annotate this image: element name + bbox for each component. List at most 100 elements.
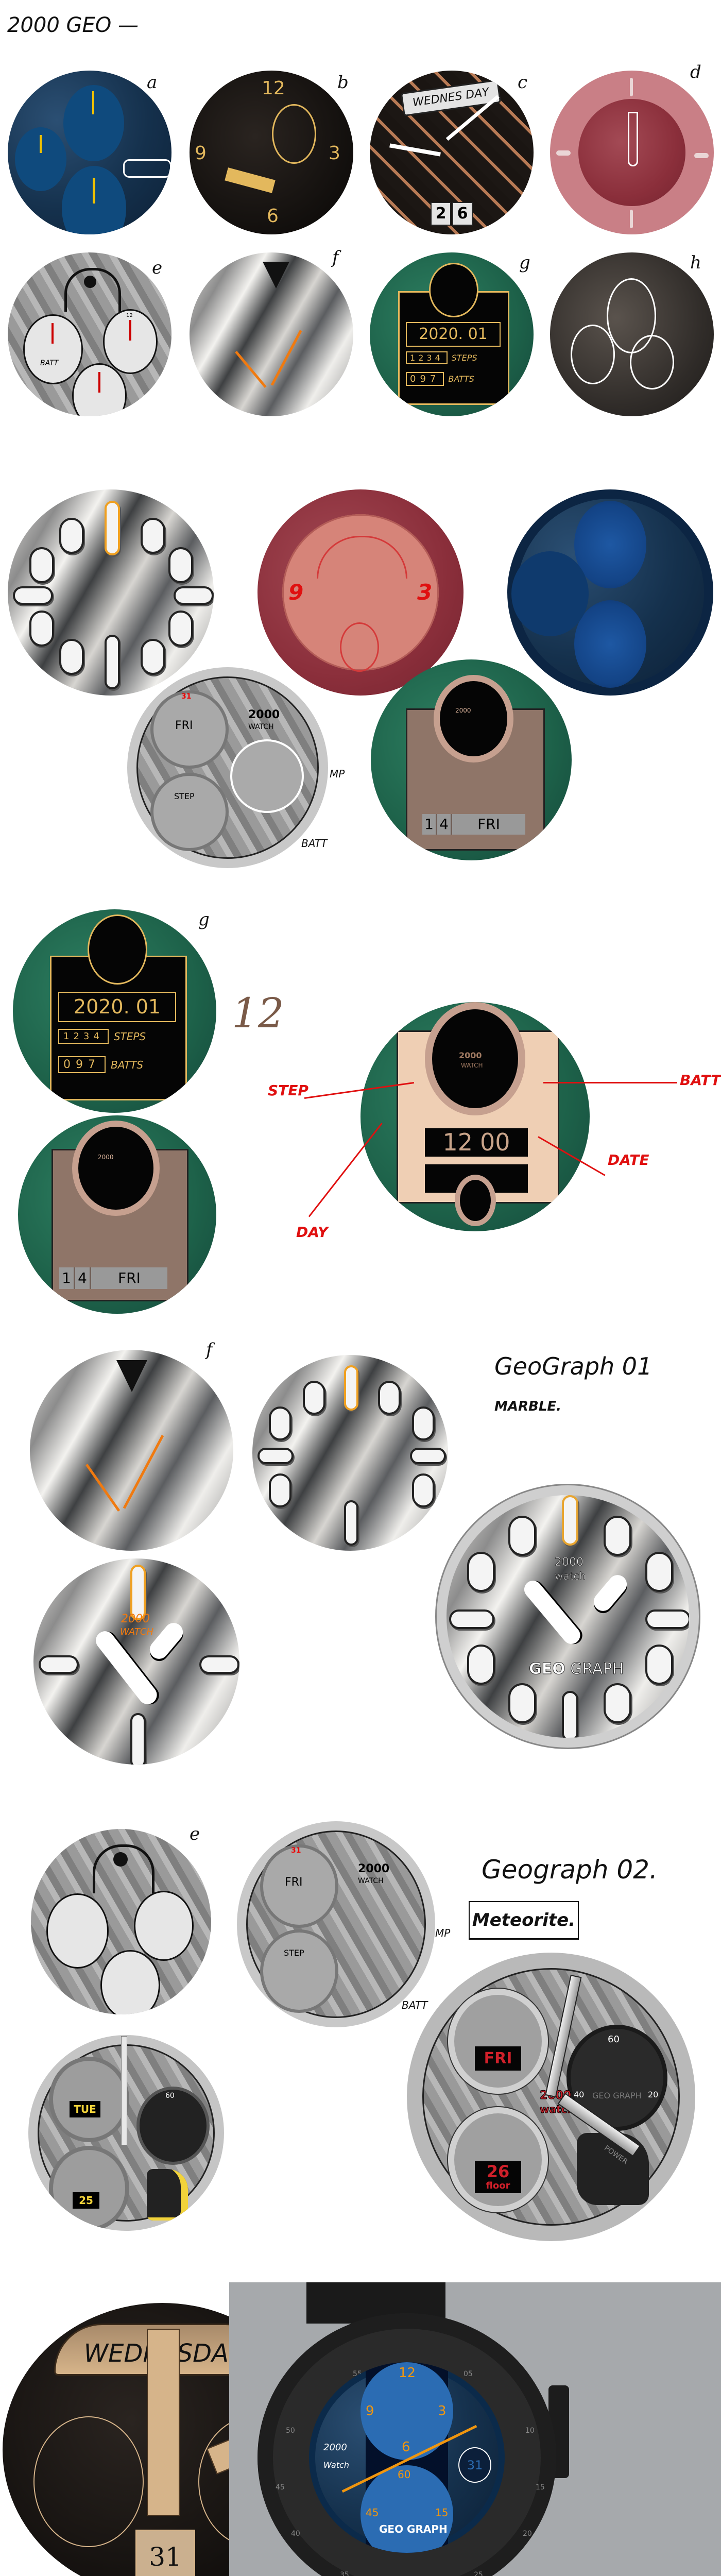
- mini-clock-icon: [88, 914, 147, 985]
- minute-hand-icon: [123, 1435, 164, 1509]
- index-1-icon: [141, 518, 165, 554]
- watch-dial-f[interactable]: [190, 252, 353, 416]
- logo: GEO GRAPH: [529, 1660, 624, 1679]
- moonphase-icon: [93, 1844, 154, 1893]
- seconds-40: 40: [574, 2090, 585, 2099]
- seconds-60: 60: [608, 2034, 620, 2045]
- geograph02-subtitle: Meteorite.: [469, 1901, 579, 1940]
- day-banner: WEDNES DAY: [400, 79, 502, 117]
- hour-hand-icon: [92, 1627, 161, 1708]
- bronze-bezel: 2000: [434, 675, 513, 762]
- bronze-bezel: 2000 WATCH: [425, 1002, 525, 1115]
- watch-dial-c[interactable]: WEDNES DAY 2 6: [370, 71, 534, 234]
- brand-line1: 2000: [555, 1556, 584, 1569]
- navy-subdial-dial[interactable]: [507, 489, 713, 696]
- batt-subdial: BATT: [23, 314, 83, 384]
- floor-label: floor: [486, 2180, 510, 2191]
- geograph02-sketch-dial-e[interactable]: [31, 1829, 211, 2014]
- batt-subdial: [46, 1893, 109, 1969]
- watch-dial-h[interactable]: [550, 252, 714, 416]
- meteorite-sketch-dial[interactable]: FRI 31 STEP 2000 WATCH: [127, 667, 328, 868]
- g-annotated-dial[interactable]: 2000 WATCH 12 00: [360, 1002, 590, 1231]
- bronze-green-dial[interactable]: 2000 1 4 FRI: [371, 659, 572, 860]
- date-window: 2 6: [431, 202, 473, 226]
- g-sketch-dial[interactable]: 2020. 01 1234 STEPS 097 BATTS: [13, 909, 216, 1113]
- batt-label: BATT: [40, 359, 59, 367]
- geograph02-mid-dial[interactable]: TUE 60 25: [28, 2035, 224, 2231]
- bottom-subdial: [100, 1950, 160, 2014]
- index-3-icon: [174, 586, 214, 605]
- index-12-icon: [105, 501, 120, 555]
- steps-row: 1234 STEPS: [406, 351, 477, 364]
- watch-dial-e[interactable]: BATT 12: [8, 252, 171, 416]
- seconds-20: 20: [648, 2090, 659, 2099]
- bezel-25: 25: [474, 2571, 483, 2576]
- clock-subdial: 12: [103, 309, 158, 374]
- watch-dial-a[interactable]: [8, 71, 171, 234]
- brand-line2: watch: [554, 1570, 586, 1583]
- bottom-subdial: [455, 1175, 496, 1226]
- salmon-center-dial[interactable]: 9 3: [258, 489, 464, 696]
- hour-digits: 12: [442, 1128, 473, 1156]
- annotation-date: DATE: [608, 1151, 649, 1168]
- index-3-icon: [199, 1655, 239, 1674]
- hand-icon: [92, 91, 94, 114]
- index-10-icon: [29, 547, 54, 583]
- numeral-6: 6: [267, 206, 279, 227]
- geograph01-final-dial[interactable]: 2000 watch GEO GRAPH: [435, 1484, 700, 1749]
- step-subdial: STEP: [150, 773, 229, 851]
- geograph02-sketch-dial[interactable]: FRI 31 STEP 2000 WATCH: [237, 1821, 435, 2027]
- brand-line2: WATCH: [248, 723, 274, 731]
- geograph01-sketch-dial[interactable]: [30, 1350, 233, 1551]
- batt-digits: 097: [58, 1056, 106, 1073]
- hand-icon: [129, 320, 131, 341]
- date-text: 31: [467, 2458, 483, 2472]
- geograph01-index-dial[interactable]: [252, 1355, 448, 1551]
- moonphase-icon: [64, 268, 121, 312]
- bezel-35: 35: [340, 2571, 349, 2576]
- batt-row: 097 BATTS: [406, 372, 474, 386]
- brand-line2: WATCH: [120, 1626, 154, 1637]
- geograph01-mid-dial[interactable]: 2000 WATCH: [33, 1558, 239, 1765]
- index-9-icon: [39, 1655, 79, 1674]
- batt-note: BATT: [402, 1999, 428, 2011]
- hand-icon: [98, 372, 100, 393]
- index-9-icon: [449, 1609, 494, 1629]
- watch-dial-g[interactable]: 2020. 01 1234 STEPS 097 BATTS: [370, 252, 534, 416]
- date-digit: 1: [422, 814, 436, 835]
- date-text: 2020. 01: [406, 322, 501, 347]
- index-12-icon: [130, 1565, 146, 1620]
- geograph02-final-dial[interactable]: FRI 60 20 40 GEO GRAPH 26 floor 2000 wat…: [407, 1953, 695, 2241]
- day-text: FRI: [475, 2046, 521, 2071]
- day-subdial: FRI 31: [260, 1844, 338, 1928]
- index-11-icon: [59, 518, 84, 554]
- numeral-6: 6: [402, 2439, 410, 2455]
- index-3-icon: [645, 1609, 689, 1629]
- g-bronze-dial[interactable]: 2000 1 4 FRI: [18, 1115, 216, 1314]
- watch-dial-b[interactable]: 12 3 6 9: [190, 71, 353, 234]
- white-marble-index-dial[interactable]: [8, 489, 214, 696]
- bronze-bezel: 2000: [72, 1121, 160, 1216]
- index-1-icon: [378, 1381, 401, 1415]
- day-text: FRI: [285, 1876, 303, 1889]
- step-subdial: STEP: [260, 1929, 338, 2013]
- numeral-3: 3: [329, 143, 340, 164]
- day-text: FRI: [175, 719, 193, 732]
- hour-hand-icon: [389, 143, 441, 157]
- brand-line1: 2000: [323, 2442, 347, 2453]
- brand-line1: 2000: [248, 708, 280, 721]
- numeral-12: 12: [262, 78, 285, 99]
- section-label: g: [198, 909, 210, 930]
- batt-digits: 097: [406, 372, 444, 386]
- steps-row: 1234 STEPS: [58, 1029, 146, 1044]
- logo: GEO GRAPH: [379, 2523, 448, 2535]
- minute-hand-icon: [146, 1619, 187, 1663]
- index-8-icon: [467, 1645, 495, 1685]
- watch-dial-d[interactable]: [550, 71, 714, 234]
- lower-subdial: 60 15 45 GEO GRAPH: [360, 2465, 453, 2553]
- watch-screen: 12 3 6 9 60 15 45 GEO GRAPH 2000 Watch 3…: [309, 2362, 505, 2553]
- annotation-line-batt: [543, 1082, 677, 1083]
- concept-label: b: [337, 72, 349, 93]
- floor-box: 26 floor: [475, 2161, 521, 2193]
- moon-dot-icon: [113, 1852, 128, 1867]
